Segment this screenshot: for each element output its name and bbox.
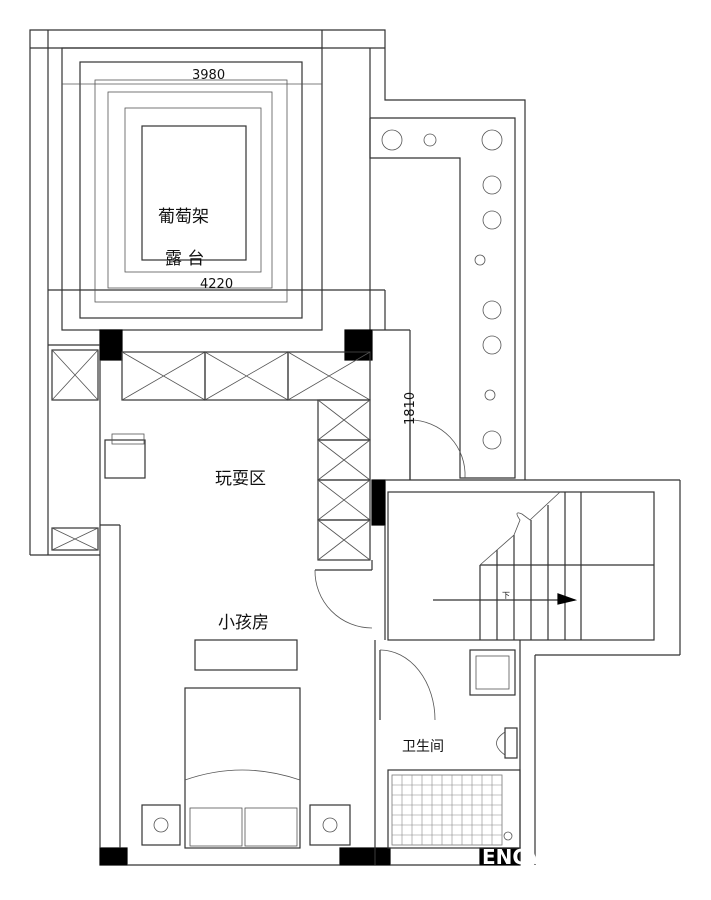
bed [184,687,301,849]
nightstand-right [309,804,351,846]
dimension-terrace-width: 4220 [200,277,233,292]
nightstand-left [141,804,181,846]
toilet [496,727,518,759]
door-terrace [409,419,466,480]
door-kids-room [314,569,373,629]
armchair [104,433,146,479]
room-walls [30,329,681,866]
label-play-area: 玩耍区 [215,469,266,489]
door-bathroom [379,649,436,721]
wardrobe-cabinets [51,349,371,561]
planter [369,117,516,479]
dimension-side-depth: 1810 [403,392,418,425]
structural-columns [99,329,521,866]
outer-walls [29,29,526,555]
plant-icon [381,129,503,450]
sink [469,649,516,696]
shower-floor-grid [387,769,521,849]
desk [194,639,298,671]
stair-direction-label: 下 [502,591,510,600]
label-kids-room: 小孩房 [218,613,269,633]
dimension-top-width: 3980 [192,68,225,83]
label-terrace: 露 台 [165,249,204,269]
label-pergola: 葡萄架 [158,207,209,227]
staircase [387,491,655,641]
pergola-frame [61,47,323,331]
watermark: ENOV [482,845,545,869]
label-bathroom: 卫生间 [402,739,444,755]
